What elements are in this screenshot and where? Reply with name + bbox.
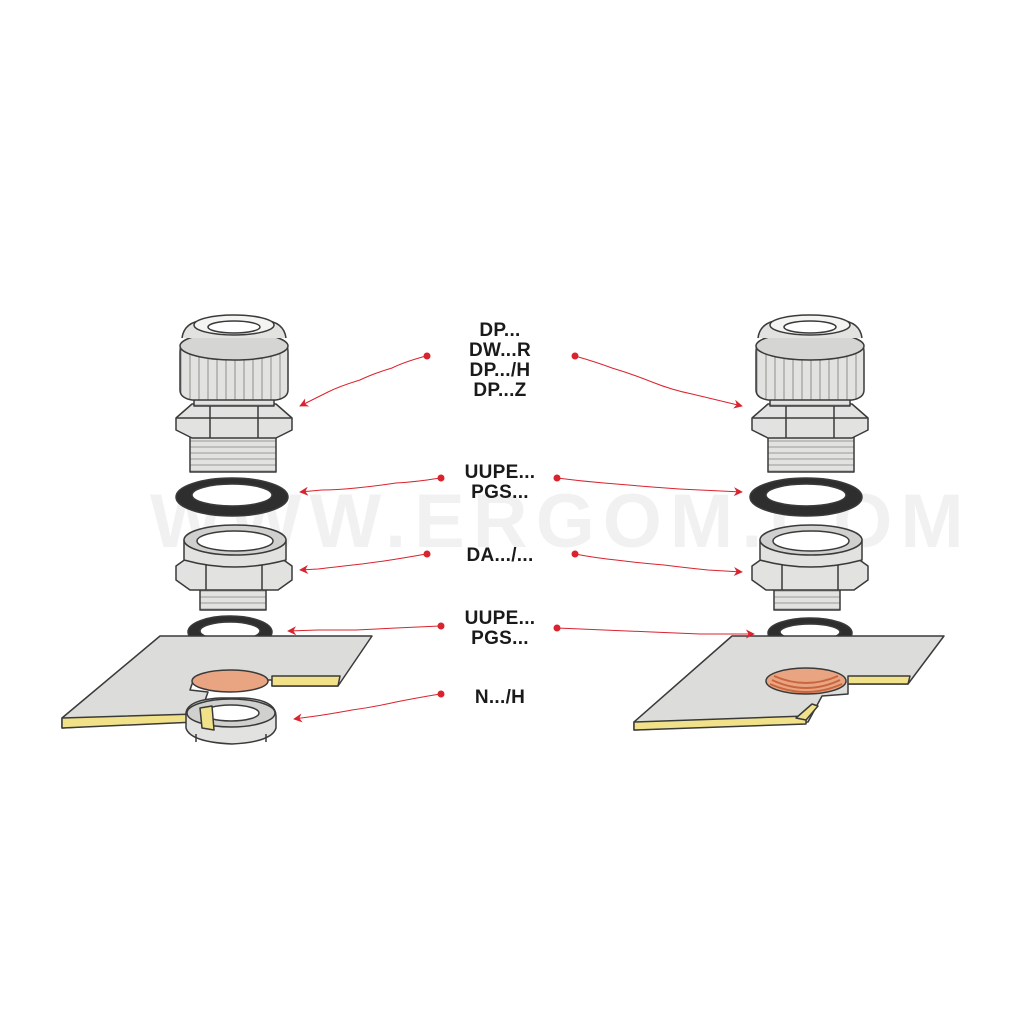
dot-right-gland xyxy=(571,352,579,360)
label-lower-gasket: UUPE... PGS... xyxy=(412,609,588,649)
left-adapter xyxy=(175,524,293,611)
right-upper-gasket xyxy=(749,477,863,517)
label-line: UUPE... xyxy=(464,608,536,629)
label-line: DP... xyxy=(479,320,521,341)
arrow-left-upper-gasket xyxy=(299,477,441,496)
label-nut: N.../H xyxy=(412,688,588,708)
label-line: DA.../... xyxy=(466,545,534,566)
dot-right-lower-gasket xyxy=(553,624,561,632)
arrow-left-gland xyxy=(299,355,427,407)
label-line: PGS... xyxy=(471,482,529,503)
label-line: DP.../H xyxy=(469,360,531,381)
arrow-left-adapter xyxy=(299,553,427,575)
arrow-right-lower-gasket xyxy=(556,627,755,639)
left-plate xyxy=(61,635,373,729)
label-line: N.../H xyxy=(474,687,526,708)
dot-left-upper-gasket xyxy=(437,474,445,482)
dot-left-gland xyxy=(423,352,431,360)
right-assembly xyxy=(633,314,945,731)
dot-left-lower-gasket xyxy=(437,622,445,630)
left-cable-gland xyxy=(175,314,293,473)
arrow-left-lower-gasket xyxy=(287,625,441,636)
label-line: UUPE... xyxy=(464,462,536,483)
dot-right-upper-gasket xyxy=(553,474,561,482)
dot-left-adapter xyxy=(423,550,431,558)
label-adapter: DA.../... xyxy=(412,546,588,566)
label-line: DP...Z xyxy=(473,380,527,401)
left-upper-gasket xyxy=(175,477,289,517)
arrow-right-adapter xyxy=(574,553,743,577)
dot-left-nut xyxy=(437,690,445,698)
leader-arrows xyxy=(287,355,755,723)
leader-dots xyxy=(423,352,579,698)
label-cable-gland: DP... DW...R DP.../H DP...Z xyxy=(412,321,588,401)
right-cable-gland xyxy=(751,314,869,473)
left-nut xyxy=(185,697,277,745)
left-assembly xyxy=(61,314,373,745)
label-line: DW...R xyxy=(469,340,531,361)
label-line: PGS... xyxy=(471,628,529,649)
arrow-right-upper-gasket xyxy=(556,477,743,497)
arrow-right-gland xyxy=(574,355,743,409)
dot-right-adapter xyxy=(571,550,579,558)
right-adapter xyxy=(751,524,869,611)
label-upper-gasket: UUPE... PGS... xyxy=(412,463,588,503)
right-plate xyxy=(633,635,945,731)
arrow-left-nut xyxy=(293,693,441,723)
